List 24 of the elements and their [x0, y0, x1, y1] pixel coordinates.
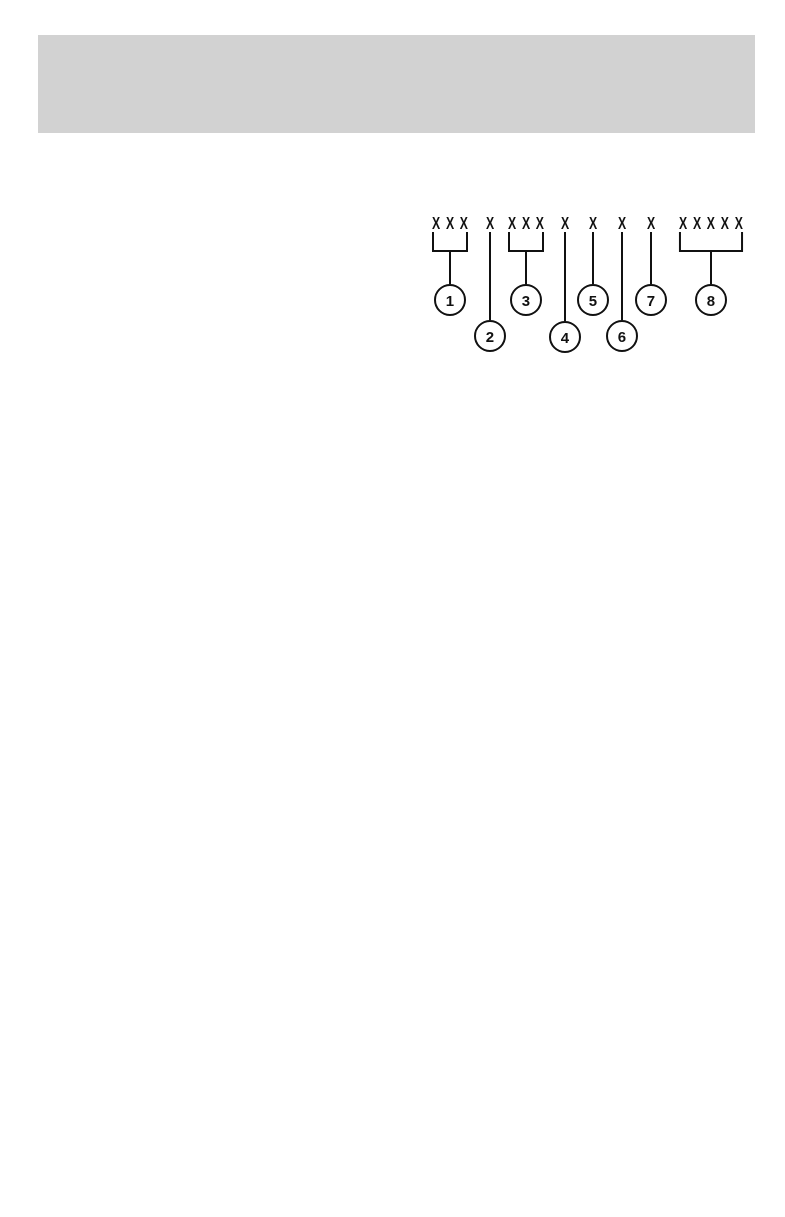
code-characters: X [561, 216, 569, 231]
code-characters: X [647, 216, 655, 231]
callout-number: 1 [434, 284, 466, 316]
leader-line [650, 231, 652, 285]
code-characters: X [618, 216, 626, 231]
leader-line [489, 231, 491, 321]
leader-line [621, 231, 623, 321]
callout-number: 4 [549, 321, 581, 353]
leader-line [508, 231, 544, 285]
leader-line [432, 231, 468, 285]
callout-number: 8 [695, 284, 727, 316]
code-characters: XXX [432, 216, 468, 231]
leader-line [678, 231, 744, 285]
callout-number: 6 [606, 320, 638, 352]
code-characters: XXX [508, 216, 544, 231]
callout-number: 5 [577, 284, 609, 316]
callout-number: 2 [474, 320, 506, 352]
callout-number: 7 [635, 284, 667, 316]
callout-number: 3 [510, 284, 542, 316]
leader-line [592, 231, 594, 285]
leader-line [564, 231, 566, 322]
code-characters: X [486, 216, 494, 231]
code-characters: X [589, 216, 597, 231]
code-characters: XXXXX [678, 216, 744, 231]
